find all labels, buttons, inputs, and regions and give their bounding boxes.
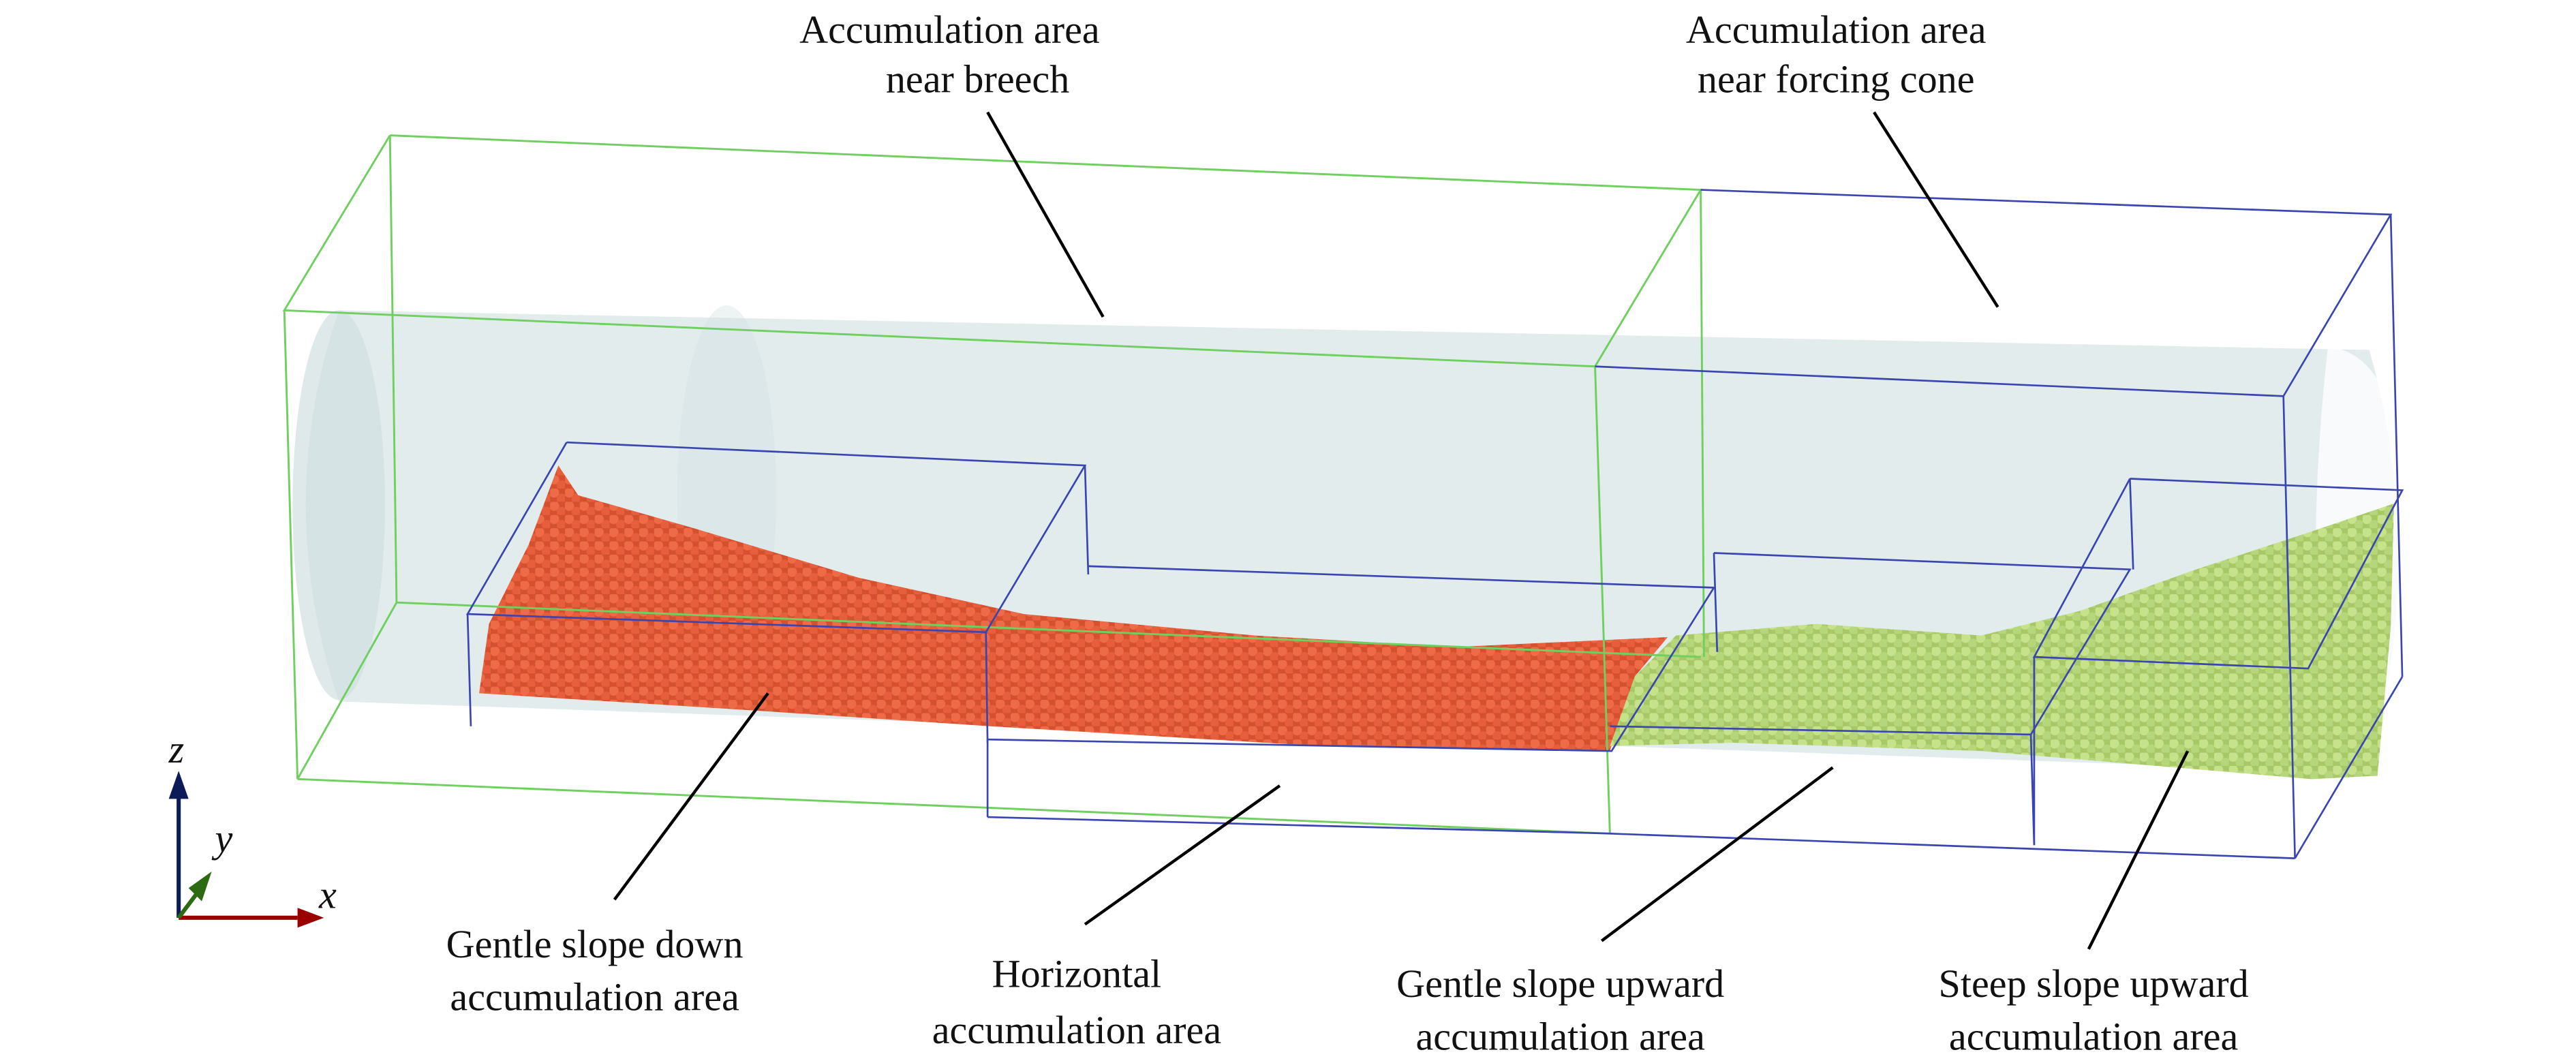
label-gentle-down-line1: Gentle slope down: [446, 922, 743, 966]
x-axis-label: x: [318, 872, 337, 916]
label-steep-up-line2: accumulation area: [1949, 1015, 2238, 1059]
breech-region-box: [282, 134, 1705, 835]
leader-line-steep-up: [2087, 750, 2190, 950]
forcing-cone-region-box: [1595, 189, 2404, 859]
label-forcing-cone-line1: Accumulation area: [1686, 7, 1987, 52]
label-steep-up-line1: Steep slope upward: [1939, 961, 2249, 1006]
label-gentle-up-line2: accumulation area: [1415, 1015, 1704, 1059]
leader-line-breech: [986, 111, 1105, 318]
y-axis-label: y: [211, 816, 232, 861]
axis-triad: z y x: [168, 727, 337, 928]
y-axis-arrowhead: [188, 872, 212, 902]
z-axis-label: z: [168, 727, 185, 771]
label-breech-line1: Accumulation area: [799, 7, 1100, 52]
x-axis-arrowhead: [297, 908, 324, 928]
label-forcing-cone-line2: near forcing cone: [1698, 57, 1975, 102]
label-horizontal-line2: accumulation area: [932, 1008, 1221, 1052]
label-horizontal-line1: Horizontal: [992, 952, 1162, 996]
label-gentle-up-line1: Gentle slope upward: [1396, 961, 1724, 1006]
label-gentle-down-line2: accumulation area: [450, 974, 739, 1019]
red-particle-bed: [479, 465, 1668, 752]
gentle-slope-down-box: [465, 441, 1090, 743]
leader-line-gentle-up: [1600, 766, 1834, 942]
leader-line-forcing-cone: [1873, 111, 1999, 308]
green-particle-bed: [1610, 503, 2394, 780]
leader-line-gentle-down: [613, 692, 769, 901]
steep-slope-up-box: [2032, 478, 2404, 846]
horizontal-box: [986, 565, 1716, 835]
y-axis-arrow: [177, 890, 200, 919]
leader-line-horizontal: [1084, 784, 1281, 926]
label-breech-line2: near breech: [886, 57, 1069, 102]
z-axis-arrowhead: [168, 771, 189, 799]
